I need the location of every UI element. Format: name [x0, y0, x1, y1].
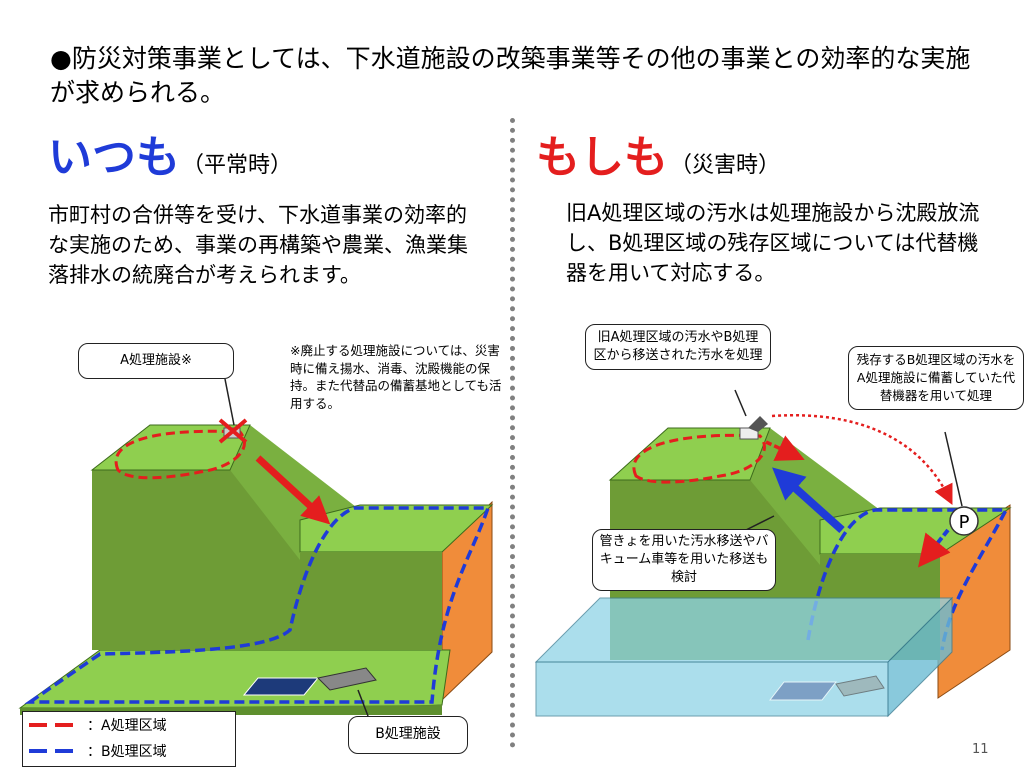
left-title: いつも （平常時）: [48, 130, 292, 186]
pump-icon: [949, 506, 979, 536]
left-title-main: いつも: [48, 132, 180, 183]
right-short-red-arrow: [765, 435, 805, 461]
center-divider: [510, 118, 515, 748]
left-mid-cliff: [300, 552, 442, 650]
legend-b-area: ：B処理区域: [23, 738, 235, 764]
left-cliff-face: [92, 470, 300, 650]
callout-b-facility: B処理施設: [348, 716, 468, 754]
left-mid-plateau: [299, 504, 494, 553]
callout-old-a-area: 旧A処理区域の汚水やB処理区から移送された汚水を処理: [585, 324, 771, 370]
legend-b-label: ：B処理区域: [87, 744, 167, 760]
left-a-area-boundary: [114, 429, 246, 480]
left-description: 市町村の合併等を受け、下水道事業の効率的な実施のため、事業の再構築や農業、漁業集…: [48, 203, 468, 287]
right-a-area-boundary: [632, 433, 766, 484]
right-flood-water: [534, 596, 954, 718]
left-title-sub: （平常時）: [182, 153, 293, 178]
left-callout-b-pointer: [357, 689, 369, 717]
left-lower-plain: [18, 649, 451, 709]
pump-label: P: [959, 512, 970, 533]
right-b-facility-icon: [768, 675, 885, 701]
right-a-facility-icon: [739, 416, 768, 440]
right-terrain: P: [534, 389, 1012, 718]
facility-note: ※廃止する処理施設については、災害時に備え揚水、消毒、沈殿機能の保持。また代替品…: [290, 343, 502, 411]
right-transfer-blue-arrow: [772, 467, 845, 533]
right-title-sub: （災害時）: [670, 153, 781, 178]
callout-remaining-b-area: 残存するB処理区域の汚水をA処理施設に備蓄していた代替機器を用いて処理: [848, 346, 1024, 410]
heading: ●防災対策事業としては、下水道施設の改築事業等その他の事業との効率的な実施が求め…: [50, 44, 971, 107]
left-callout-a-pointer: [224, 378, 235, 426]
right-b-area-boundary: [806, 508, 1009, 651]
legend-a-area: ：A処理区域: [23, 712, 235, 738]
callout-pipe-transfer: 管きょを用いた汚水移送やバキューム車等を用いた移送も検討: [592, 529, 776, 591]
right-title: もしも （災害時）: [536, 130, 780, 186]
left-flow-arrow: [255, 455, 331, 525]
right-callout-rem-pointer: [944, 431, 963, 507]
left-b-facility-icon: [242, 667, 377, 696]
left-a-facility-abolished-mark: [218, 418, 248, 444]
right-description: 旧A処理区域の汚水は処理施設から沈殿放流し、B処理区域の残存区域については代替機…: [566, 201, 980, 285]
left-b-area-boundary: [24, 506, 491, 704]
right-pump-blue-arrow: [918, 528, 951, 568]
callout-a-facility: A処理施設※: [78, 343, 234, 379]
right-transfer-dotted-arrow: [771, 414, 953, 505]
legend-b-swatch: [29, 749, 81, 753]
right-callout-old-pointer: [734, 389, 747, 417]
legend-a-label: ：A処理区域: [87, 718, 167, 734]
left-terrain: [18, 378, 494, 717]
right-title-main: もしも: [536, 132, 668, 183]
legend: ：A処理区域 ：B処理区域: [22, 711, 236, 767]
left-upper-plateau: [90, 424, 251, 471]
right-upper-plateau: [608, 427, 771, 481]
legend-a-swatch: [29, 723, 81, 727]
page-number: 11: [972, 742, 989, 757]
